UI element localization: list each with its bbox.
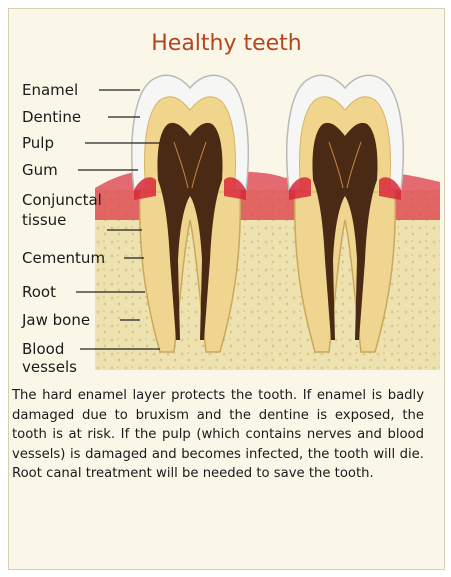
label-pulp: Pulp (22, 134, 54, 152)
label-dentine: Dentine (22, 108, 81, 126)
label-cementum: Cementum (22, 249, 105, 267)
label-jaw-bone: Jaw bone (22, 311, 90, 329)
description-text: The hard enamel layer protects the tooth… (12, 386, 424, 484)
label-blood: Blood (22, 340, 64, 358)
label-vessels: vessels (22, 358, 77, 376)
label-tissue: tissue (22, 211, 66, 229)
label-enamel: Enamel (22, 81, 78, 99)
label-conjunctal: Conjunctal (22, 191, 102, 209)
label-gum: Gum (22, 161, 58, 179)
label-root: Root (22, 283, 56, 301)
